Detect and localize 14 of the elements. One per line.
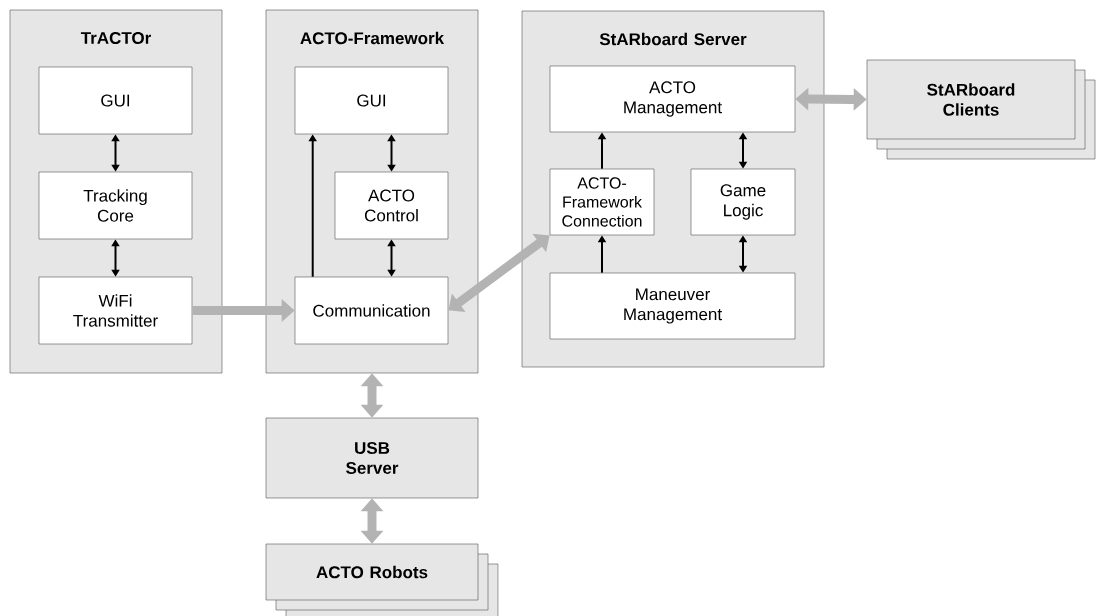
module-box: Tracking Core — [38, 171, 193, 240]
module-box: ACTO-Framework Connection — [549, 168, 655, 236]
module-box: GUI — [38, 66, 193, 135]
module-box: Communication — [294, 276, 449, 345]
component-box: USB Server — [265, 417, 479, 499]
stacked-box: ACTO Robots — [265, 543, 499, 616]
module-box: WiFi Transmitter — [38, 276, 193, 345]
block-arrow — [448, 233, 550, 312]
module-box: Game Logic — [690, 168, 796, 236]
module-box: GUI — [294, 66, 449, 135]
module-box: Maneuver Management — [549, 272, 796, 340]
stacked-box: StARboard Clients — [866, 59, 1096, 160]
module-box: ACTO Control — [334, 171, 449, 240]
module-box: ACTO Management — [549, 65, 796, 133]
